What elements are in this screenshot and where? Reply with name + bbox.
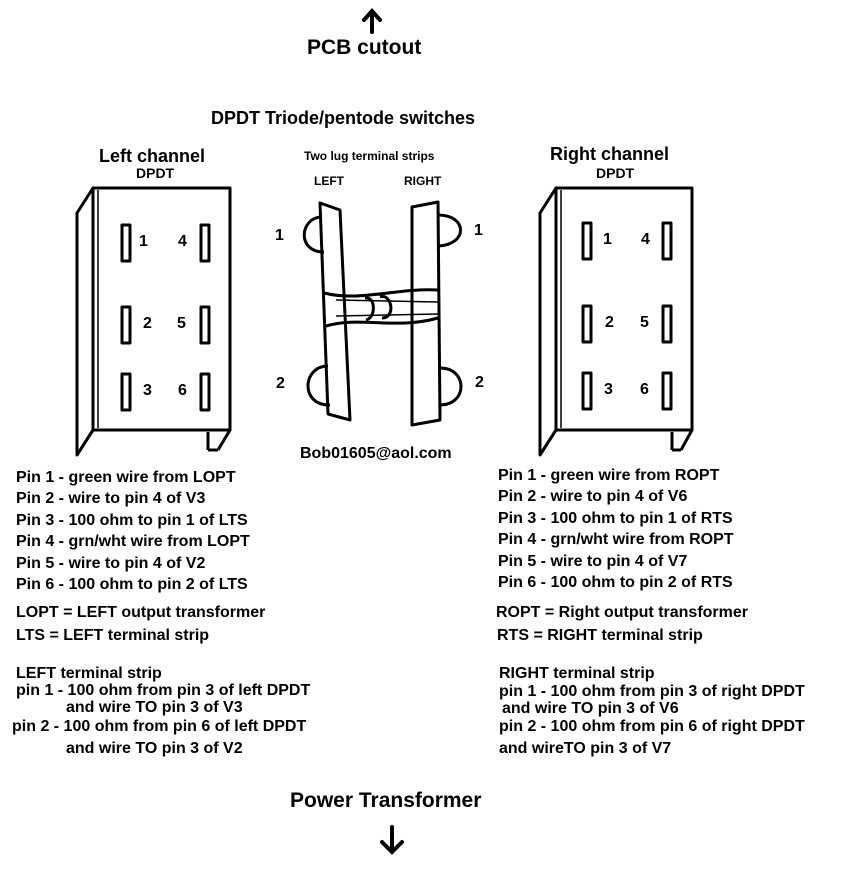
terminal-strips <box>302 200 463 427</box>
left-pin-number: 6 <box>178 382 187 399</box>
arrow-up-icon <box>362 7 382 34</box>
right-abbreviation: ROPT = Right output transformer <box>496 604 748 621</box>
left-pin-description: Pin 4 - grn/wht wire from LOPT <box>16 533 250 550</box>
left-dpdt-subheading: DPDT <box>136 165 175 181</box>
right-strip-notes-heading: RIGHT terminal strip <box>499 665 655 682</box>
strip-left-label: LEFT <box>314 174 344 188</box>
author-email: Bob01605@aol.com <box>300 445 452 462</box>
left-strip-notes-heading: LEFT terminal strip <box>16 665 162 682</box>
left-pin-number: 3 <box>143 382 152 399</box>
left-pin-number: 4 <box>178 233 187 250</box>
left-pin-description: Pin 5 - wire to pin 4 of V2 <box>16 555 206 572</box>
right-pin-description: Pin 2 - wire to pin 4 of V6 <box>498 488 688 505</box>
right-channel-heading: Right channel <box>550 144 670 164</box>
left-strip-note-line: and wire TO pin 3 of V2 <box>66 740 243 757</box>
left-lug-number: 2 <box>276 375 285 392</box>
right-strip-note-line: and wireTO pin 3 of V7 <box>499 740 672 757</box>
right-strip-note-line: and wire TO pin 3 of V6 <box>502 700 679 717</box>
left-dpdt-switch <box>75 186 232 457</box>
right-pin-number: 2 <box>605 314 614 331</box>
right-lug-number: 1 <box>474 222 483 239</box>
left-channel-heading: Left channel <box>99 146 206 166</box>
arrow-down-icon <box>380 825 404 855</box>
left-strip-note-line: and wire TO pin 3 of V3 <box>66 699 243 716</box>
right-pin-description: Pin 4 - grn/wht wire from ROPT <box>498 531 734 548</box>
left-pin-description: Pin 2 - wire to pin 4 of V3 <box>16 490 206 507</box>
right-strip-note-line: pin 1 - 100 ohm from pin 3 of right DPDT <box>499 683 805 700</box>
right-pin-description: Pin 1 - green wire from ROPT <box>498 467 720 484</box>
right-pin-number: 6 <box>640 381 649 398</box>
right-dpdt-switch <box>538 186 694 457</box>
right-abbreviation: RTS = RIGHT terminal strip <box>497 627 703 644</box>
right-lug-number: 2 <box>475 374 484 391</box>
right-pin-number: 3 <box>604 381 613 398</box>
right-pin-number: 1 <box>603 231 612 248</box>
left-lug-number: 1 <box>275 227 284 244</box>
power-transformer-label: Power Transformer <box>290 789 482 812</box>
pcb-cutout-label: PCB cutout <box>307 36 422 59</box>
diagram-title: DPDT Triode/pentode switches <box>211 108 476 128</box>
left-abbreviation: LTS = LEFT terminal strip <box>16 627 210 644</box>
left-pin-description: Pin 6 - 100 ohm to pin 2 of LTS <box>16 576 248 593</box>
left-abbreviation: LOPT = LEFT output transformer <box>16 604 266 621</box>
left-pin-description: Pin 1 - green wire from LOPT <box>16 469 236 486</box>
terminal-strips-heading: Two lug terminal strips <box>304 149 435 163</box>
left-pin-number: 1 <box>139 233 148 250</box>
left-pin-description: Pin 3 - 100 ohm to pin 1 of LTS <box>16 512 248 529</box>
right-dpdt-subheading: DPDT <box>596 165 635 181</box>
right-pin-number: 5 <box>640 314 649 331</box>
right-pin-description: Pin 3 - 100 ohm to pin 1 of RTS <box>498 510 733 527</box>
left-strip-note-line: pin 2 - 100 ohm from pin 6 of left DPDT <box>12 718 307 735</box>
left-strip-note-line: pin 1 - 100 ohm from pin 3 of left DPDT <box>16 682 311 699</box>
right-pin-number: 4 <box>641 231 650 248</box>
strip-right-label: RIGHT <box>404 174 442 188</box>
left-pin-number: 5 <box>177 315 186 332</box>
right-pin-description: Pin 6 - 100 ohm to pin 2 of RTS <box>498 574 733 591</box>
right-pin-description: Pin 5 - wire to pin 4 of V7 <box>498 553 688 570</box>
left-pin-number: 2 <box>143 315 152 332</box>
right-strip-note-line: pin 2 - 100 ohm from pin 6 of right DPDT <box>499 718 805 735</box>
